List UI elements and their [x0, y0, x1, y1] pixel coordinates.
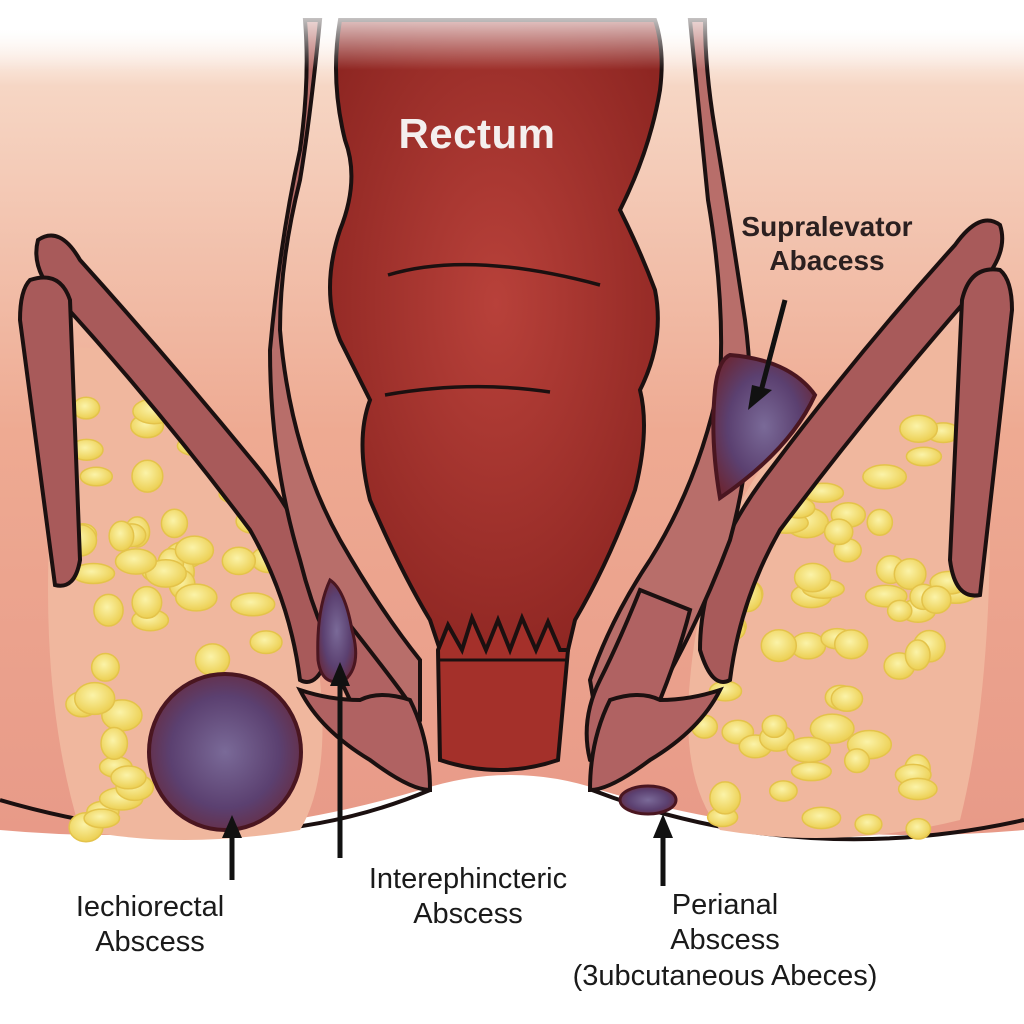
right-external-sphincter: [587, 686, 724, 793]
left-levator-inner: [17, 275, 83, 588]
fat-globule: [830, 685, 864, 713]
fat-globule: [905, 446, 943, 467]
fat-globule: [866, 508, 894, 536]
fat-globule: [904, 639, 931, 671]
fat-globule: [897, 777, 938, 801]
intersphincteric-label-line-1: Interephincteric: [368, 863, 568, 895]
perianal-label-line-3: (3ubcutaneous Abeces): [572, 959, 878, 992]
right-levator-inner: [947, 267, 1015, 598]
top-fade: [0, 0, 1024, 70]
fat-globule: [100, 726, 129, 761]
supralevator-abscess: [711, 352, 818, 502]
fat-globule: [801, 806, 842, 830]
fat-globule: [809, 713, 855, 744]
fat-globule: [110, 765, 147, 790]
fat-globule: [221, 546, 257, 576]
fat-globule: [862, 464, 908, 490]
intersphincteric-abscess-label: Interephincteric Abscess: [328, 862, 608, 933]
fat-globule: [249, 630, 283, 655]
fat-globule: [790, 761, 832, 782]
supralevator-abscess-label: Supralevator Abacess: [712, 210, 942, 278]
fat-globule: [174, 535, 215, 566]
perianal-abscess-label: Perianal Abscess (3ubcutaneous Abeces): [500, 888, 950, 994]
anal-canal: [435, 612, 571, 772]
arrow-supralevator: [757, 299, 788, 396]
supralevator-label-line-1: Supralevator: [741, 211, 913, 242]
perianal-abscess: [618, 784, 678, 816]
fat-globule: [921, 585, 952, 615]
arrow-head-supralevator: [748, 385, 772, 410]
fat-globule: [899, 414, 939, 443]
fat-globule: [905, 817, 932, 840]
fat-globule: [194, 643, 231, 677]
fat-globule: [760, 628, 798, 663]
fat-globule: [893, 557, 927, 591]
left-external-sphincter: [296, 686, 433, 793]
ischiorectal-label-line-1: Iechiorectal: [75, 891, 225, 923]
pointer-arrows: [222, 299, 788, 886]
fat-globule: [786, 736, 832, 763]
fat-globule: [131, 459, 164, 493]
fat-globule: [108, 520, 135, 552]
fat-globule: [83, 808, 121, 829]
fat-globule: [72, 396, 101, 420]
fat-globule: [79, 466, 114, 487]
fat-globule: [90, 652, 120, 682]
fat-globule: [886, 599, 913, 622]
fat-globule: [230, 592, 276, 617]
right-levator-ani: [697, 218, 1005, 684]
rectal-fold-2: [384, 384, 551, 397]
ischiorectal-abscess: [147, 672, 303, 832]
supralevator-label-line-2: Abacess: [769, 245, 885, 277]
arrow-head-intersphincteric: [330, 662, 350, 686]
intersphincteric-label-line-2: Abscess: [413, 898, 523, 931]
ischiorectal-abscess-label: Iechiorectal Abscess: [40, 890, 260, 961]
arrow-head-perianal: [653, 814, 673, 838]
fat-globule: [709, 781, 742, 815]
left-levator-ani: [34, 233, 333, 684]
fat-globule: [843, 748, 871, 774]
fat-globule: [114, 548, 158, 575]
fat-globule: [73, 681, 116, 716]
fat-globule: [93, 593, 124, 627]
fat-globule: [854, 813, 883, 835]
fat-globule: [160, 508, 189, 539]
fat-globule: [823, 518, 854, 546]
fat-globule: [174, 583, 218, 612]
fat-globule: [131, 585, 163, 619]
perianal-label-line-2: Abscess: [670, 924, 780, 957]
rectum-label: Rectum: [398, 110, 556, 157]
perianal-label-line-1: Perianal: [671, 889, 779, 921]
fat-globule: [761, 714, 788, 739]
fat-globule: [793, 562, 832, 593]
fat-globule: [833, 629, 869, 660]
fat-globule: [768, 780, 798, 802]
ischiorectal-label-line-2: Abscess: [95, 926, 205, 959]
rectal-fold-1: [387, 262, 601, 287]
fat-globules-left: [63, 388, 289, 843]
arrow-head-ischiorectal: [222, 815, 242, 838]
